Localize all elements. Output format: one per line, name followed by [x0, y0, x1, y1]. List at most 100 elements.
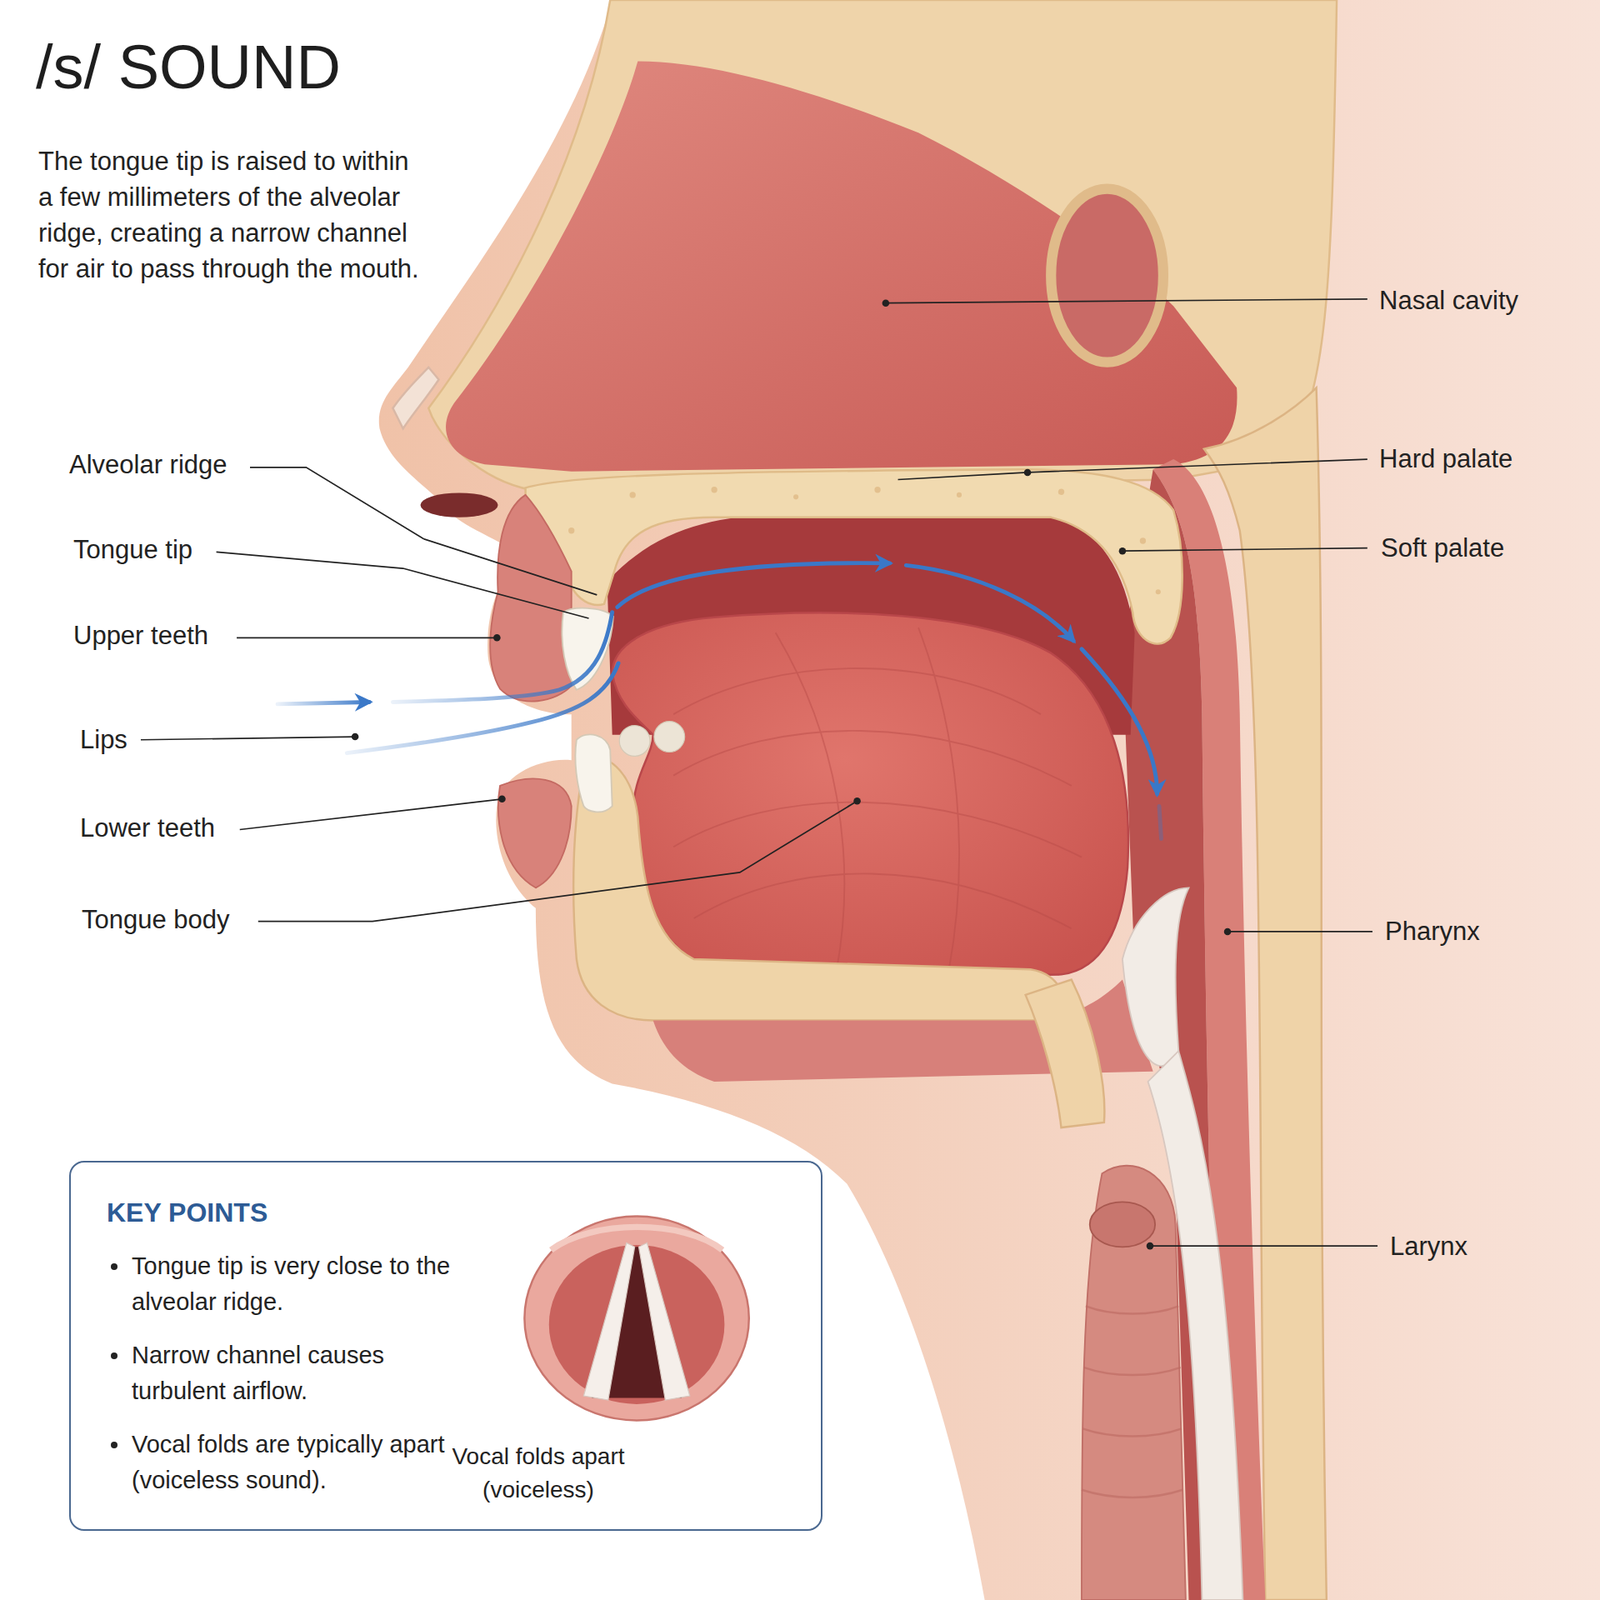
vocal-fold — [583, 1242, 635, 1400]
key-points-fill — [69, 1160, 823, 1530]
bone-pore — [874, 486, 880, 493]
bone-pore — [956, 492, 962, 498]
leader-lines — [140, 299, 1378, 1246]
trachea-rings — [1081, 1305, 1183, 1498]
muscle-fiber — [694, 873, 1072, 929]
leader-line — [258, 800, 858, 921]
bone-pore — [568, 527, 575, 534]
part-label: Nasal cavity — [1379, 285, 1519, 316]
sinus-shape — [1050, 189, 1164, 363]
part-label: Hard palate — [1379, 443, 1513, 475]
leader-dot — [853, 797, 861, 805]
leader-dot — [1146, 1242, 1155, 1250]
skull-bone — [428, 0, 1337, 490]
mandible-bone — [573, 755, 1062, 1020]
larynx-fold — [1090, 1201, 1155, 1247]
vocal-fold — [639, 1242, 690, 1400]
muscle-fiber — [673, 802, 1082, 858]
part-label: Tongue tip — [73, 534, 193, 565]
trachea-ring — [1085, 1305, 1179, 1314]
muscle-fiber — [918, 627, 960, 970]
airflow-arrow — [905, 565, 1074, 641]
airflow-arrows — [277, 563, 1161, 840]
leader-dot — [1224, 928, 1232, 936]
molar-tooth — [654, 721, 685, 753]
leader-line — [885, 299, 1368, 304]
part-label: Upper teeth — [73, 620, 209, 651]
leader-dot — [351, 733, 360, 741]
muscle-fiber — [673, 730, 1072, 786]
airflow-arrow — [617, 563, 890, 608]
vocal-folds-inset — [524, 1216, 749, 1421]
inset-caption: Vocal folds apart (voiceless) — [438, 1440, 639, 1507]
leader-line — [140, 736, 355, 740]
lower-tooth — [575, 734, 612, 812]
upper-tooth — [561, 608, 614, 690]
leader-dot — [493, 634, 501, 642]
trachea-ring — [1083, 1367, 1180, 1375]
leader-line — [240, 799, 503, 830]
diagram-title: /s/ SOUND — [35, 36, 341, 99]
muscle-fiber — [673, 668, 1041, 715]
airflow-arrow — [392, 612, 612, 703]
bullet-dot — [110, 1263, 118, 1270]
leader-line — [236, 636, 497, 639]
molar-tooth — [619, 725, 650, 757]
leader-line — [898, 459, 1368, 480]
larynx-ring — [524, 1216, 749, 1421]
leader-dot — [498, 795, 506, 803]
leader-line — [250, 467, 597, 595]
bone-pore — [710, 486, 717, 493]
bone-pore — [630, 491, 636, 498]
leader-dots — [351, 299, 1232, 1250]
part-label: Larynx — [1390, 1230, 1468, 1262]
upper-lip — [490, 495, 572, 702]
part-label: Lips — [80, 724, 128, 755]
lower-lip — [498, 778, 572, 888]
part-label: Alveolar ridge — [69, 449, 228, 480]
nose-cartilage — [392, 367, 439, 429]
part-label: Lower teeth — [80, 812, 215, 844]
hyoid-bone — [1025, 980, 1105, 1129]
bone-pore — [793, 494, 799, 500]
part-label: Pharynx — [1385, 915, 1480, 947]
intro-note: The tongue tip is raised to within a few… — [38, 143, 422, 287]
head-skin — [379, 0, 1600, 1600]
part-label: Tongue body — [81, 904, 230, 935]
airflow-arrow — [1081, 649, 1158, 795]
bone-pore — [1058, 489, 1065, 495]
muscle-fiber — [775, 632, 845, 970]
leader-dot — [1119, 547, 1127, 555]
laryngeal-cartilage — [1148, 1050, 1244, 1600]
leader-line — [216, 551, 590, 619]
epiglottis — [1122, 887, 1190, 1066]
airflow-arrow — [346, 663, 619, 754]
nasal-cavity-shape — [445, 60, 1237, 471]
epiglottis-rim — [550, 1226, 723, 1250]
leader-line — [1150, 1245, 1378, 1247]
trachea — [1081, 1165, 1186, 1600]
trachea-ring — [1081, 1490, 1183, 1498]
larynx-inner — [549, 1245, 725, 1405]
key-point: Tongue tip is very close to the alveolar… — [131, 1248, 453, 1320]
bullet-dot — [110, 1441, 118, 1449]
tongue-shape — [612, 612, 1129, 980]
part-label: Soft palate — [1380, 532, 1505, 564]
leader-line — [1227, 930, 1373, 933]
bone-pore — [1140, 537, 1146, 544]
key-point: Vocal folds are typically apart (voicele… — [131, 1426, 453, 1499]
leader-dot — [882, 299, 890, 307]
airflow-arrow — [277, 701, 370, 704]
bone-pores — [568, 486, 1161, 595]
tongue-striations — [673, 627, 1082, 970]
key-point: Narrow channel causes turbulent airflow. — [131, 1337, 453, 1410]
leader-line — [1122, 548, 1368, 552]
trachea-ring — [1082, 1428, 1182, 1436]
key-points-box: KEY POINTS Tongue tip is very close to th… — [69, 1160, 823, 1531]
bullet-dot — [110, 1352, 118, 1360]
box-heading: KEY POINTS — [106, 1195, 440, 1230]
bone-pore — [1155, 589, 1161, 595]
leader-dot — [1024, 469, 1032, 477]
nostril — [420, 492, 498, 517]
